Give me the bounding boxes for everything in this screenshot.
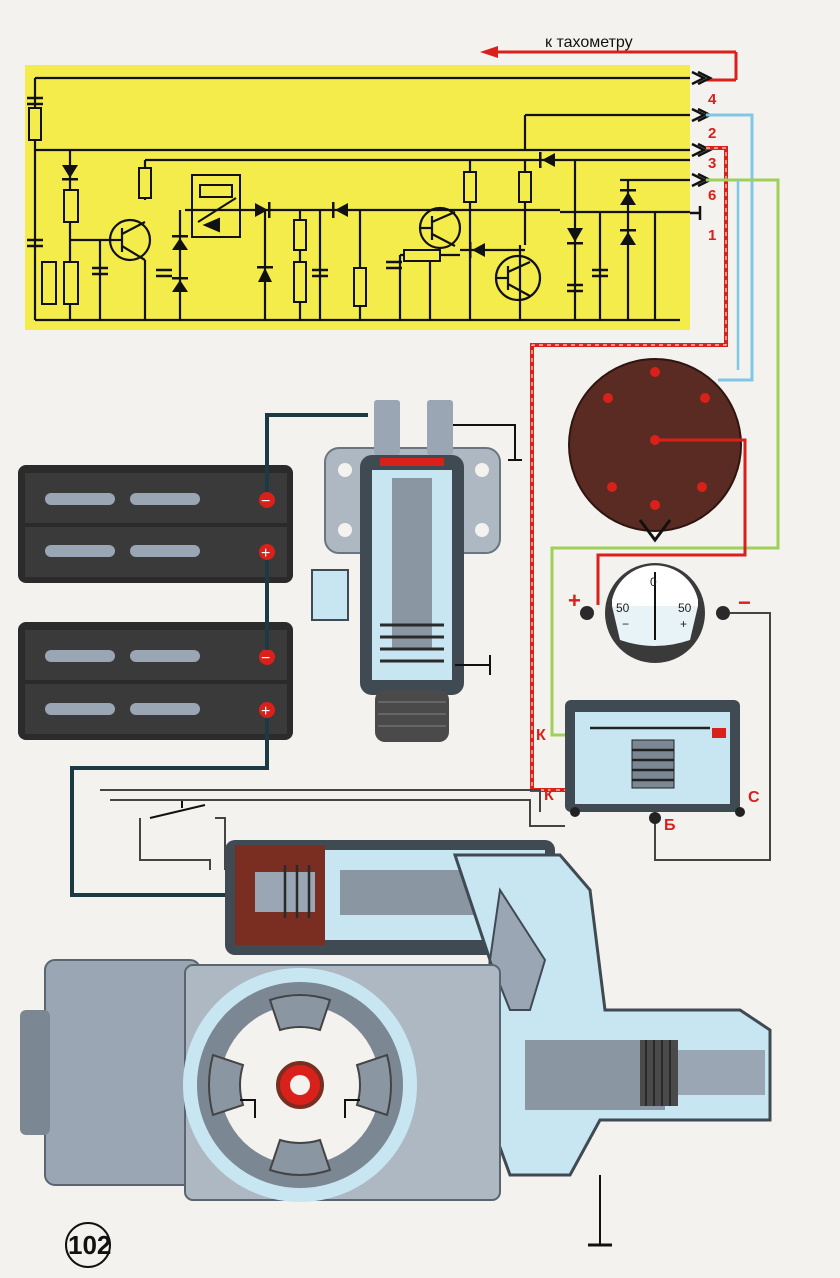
starter-relay: К К Б С	[536, 700, 760, 834]
battery-bottom-plus-terminal	[259, 702, 275, 718]
ammeter-scale-right: 50	[678, 601, 692, 615]
page-number: 102	[65, 1222, 111, 1268]
distributor-ammeter-wire	[596, 438, 747, 605]
terminal-label-2: 2	[708, 125, 716, 142]
relay-terminal-k-top: К	[536, 727, 546, 744]
shift-lever	[488, 887, 547, 1011]
distributor-terminal-icon	[638, 519, 672, 543]
coil-core	[392, 478, 432, 648]
page-number-text: 102	[68, 1230, 111, 1260]
tachometer-output: к тахометру	[480, 34, 738, 82]
ammeter-sub-right: +	[680, 617, 687, 631]
motor-field-poles	[208, 994, 392, 1176]
svg-text:−: −	[261, 650, 270, 667]
module-terminal-labels: 4 2 3 6 1	[708, 91, 717, 244]
ignition-coil	[311, 400, 522, 742]
ammeter-minus-sign: −	[738, 590, 751, 615]
ignition-switch	[100, 789, 565, 870]
relay-terminal-k-bottom: К	[544, 787, 554, 804]
terminal-label-1: 1	[708, 227, 716, 244]
module-transistors	[108, 206, 542, 302]
coil-insulator	[375, 690, 449, 742]
relay-terminal-b: Б	[664, 817, 676, 834]
coil-ground-icon	[455, 655, 491, 675]
tachometer-arrow-icon	[480, 46, 498, 58]
module-diodes	[62, 152, 636, 292]
svg-text:−: −	[261, 493, 270, 510]
ammeter-scale-center: 0	[650, 575, 657, 589]
terminal-label-4: 4	[708, 91, 717, 108]
coil-ground-top-icon	[453, 424, 522, 461]
electronic-switch-module: 4 2 3 6 1	[25, 65, 717, 330]
distributor	[568, 358, 747, 605]
terminal-label-3: 3	[708, 155, 716, 172]
svg-text:+: +	[261, 703, 270, 720]
battery-bottom-minus-terminal	[259, 649, 275, 665]
coil-terminals	[374, 400, 453, 455]
battery-top-straps	[45, 493, 200, 557]
battery-top-plus-terminal	[259, 544, 275, 560]
tachometer-label: к тахометру	[545, 34, 633, 51]
ammeter: 50 0 50 − + + −	[568, 563, 771, 861]
battery-cables	[70, 413, 368, 897]
ammeter-plus-sign: +	[568, 588, 581, 613]
relay-contact-icon	[712, 728, 726, 738]
ammeter-minus-terminal	[716, 606, 730, 620]
battery-top-minus-terminal	[259, 492, 275, 508]
battery-bottom-straps	[45, 650, 200, 715]
ammeter-scale-left: 50	[616, 601, 630, 615]
module-capacitors	[27, 96, 608, 293]
starter-motor	[20, 840, 772, 1247]
switch-lever	[149, 804, 206, 819]
coil-resistor-icon	[311, 569, 349, 621]
battery-bottom: − +	[18, 622, 293, 740]
module-thermistor	[191, 174, 241, 238]
terminal-label-6: 6	[708, 187, 716, 204]
relay-terminal-c: С	[748, 789, 760, 806]
svg-text:+: +	[261, 545, 270, 562]
motor-end-cap	[44, 959, 201, 1186]
battery-top: − +	[18, 465, 293, 583]
ammeter-sub-left: −	[622, 617, 629, 631]
module-resistors	[28, 107, 532, 307]
ammeter-plus-terminal	[580, 606, 594, 620]
